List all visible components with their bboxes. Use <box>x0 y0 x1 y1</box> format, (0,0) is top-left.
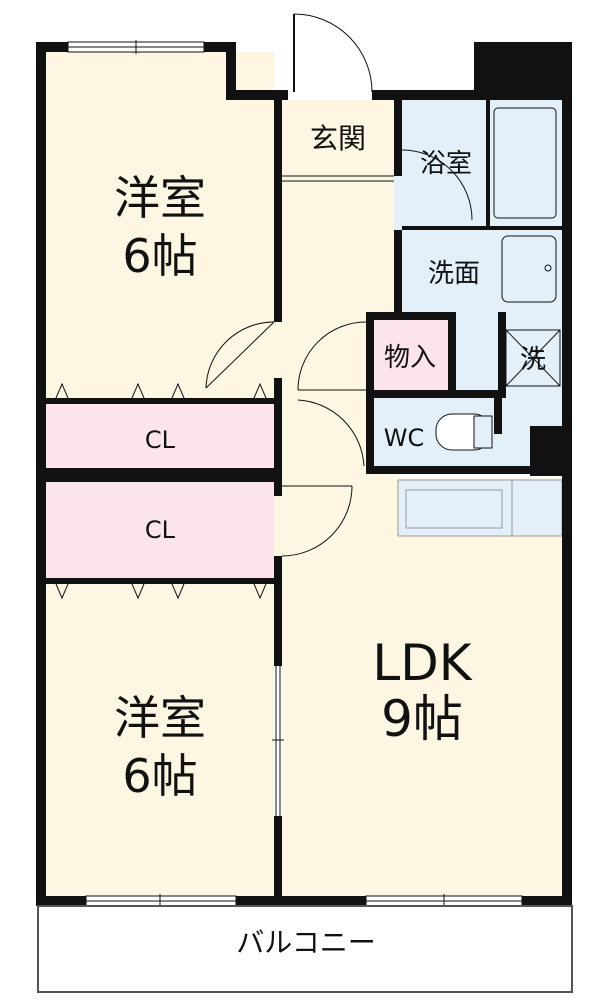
outer-corner-block <box>474 42 572 100</box>
ldk-floor <box>282 478 564 896</box>
closet-2-floor <box>46 482 274 578</box>
wall-closet-2-bottom <box>46 578 274 584</box>
balcony-label: バルコニー <box>236 926 375 959</box>
laundry-label: 洗 <box>520 345 546 375</box>
entrance-label: 玄関 <box>310 122 366 155</box>
bathroom-label: 浴室 <box>420 149 472 179</box>
bathtub <box>493 107 557 219</box>
western-room-2-floor <box>46 584 274 896</box>
wall-closet-1-top <box>46 398 274 404</box>
toilet-label: WC <box>384 424 425 452</box>
balcony <box>37 905 573 993</box>
storage-floor <box>372 316 448 390</box>
storage-label: 物入 <box>384 343 436 373</box>
entrance-floor <box>282 100 394 176</box>
washroom-label: 洗面 <box>428 259 480 289</box>
closet-1-label: CL <box>145 426 176 454</box>
western-room-1-size: 6帖 <box>122 229 197 283</box>
closet-1-floor <box>46 404 274 468</box>
western-room-2-size: 6帖 <box>122 749 197 803</box>
ldk-size: 9帖 <box>381 690 463 748</box>
western-room-2-label: 洋室 <box>114 691 206 745</box>
closet-2-label: CL <box>145 516 176 544</box>
sink <box>501 235 557 303</box>
wall-closets-mid <box>36 468 282 482</box>
ldk-label: LDK <box>372 634 472 692</box>
outer-wall-bottom <box>36 896 572 906</box>
western-room-1-label: 洋室 <box>114 171 206 225</box>
western-room-1-floor <box>46 52 274 398</box>
